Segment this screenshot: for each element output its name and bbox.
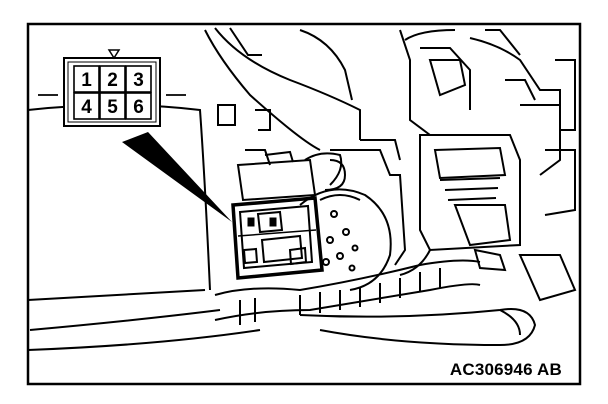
pin-cavity <box>99 65 126 93</box>
pin-number: 6 <box>133 97 144 118</box>
pin-number: 4 <box>81 97 92 118</box>
pin-cavity <box>99 92 126 120</box>
pin-number: 2 <box>107 70 118 91</box>
pin-cavity <box>125 65 152 93</box>
steering-column-structure <box>27 27 577 351</box>
pin-cell: 6 <box>125 92 152 120</box>
pin-number: 3 <box>133 70 144 91</box>
diagram-border <box>26 22 582 386</box>
pin-cell: 3 <box>125 65 152 93</box>
pin-number: 1 <box>81 70 92 91</box>
connector-body <box>231 196 324 280</box>
reference-code: AC306946 AB <box>449 360 562 379</box>
pin-cavity <box>73 65 100 93</box>
pin-cell: 2 <box>99 65 126 93</box>
pointer-wedge <box>122 132 232 222</box>
pin-cavity <box>125 92 152 120</box>
pin-cell: 4 <box>73 92 100 120</box>
pin-cell: 5 <box>99 92 126 120</box>
lock-tab-icon <box>107 49 121 60</box>
pin-number: 5 <box>107 97 118 118</box>
pin-cell: 1 <box>73 65 100 93</box>
pin-cavity <box>73 92 100 120</box>
